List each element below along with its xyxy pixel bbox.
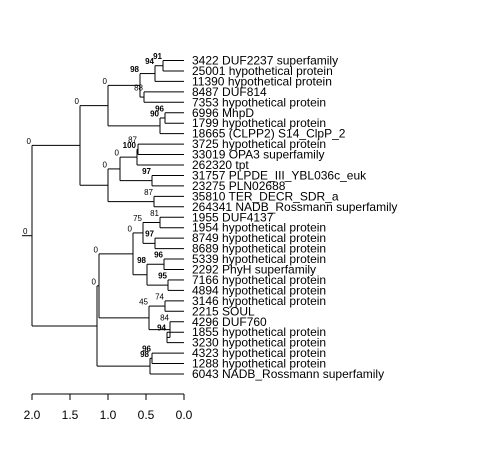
- leaf-label: 4323 hypothetical protein: [192, 346, 326, 360]
- support-value: 45: [139, 298, 148, 307]
- support-value: 91: [153, 52, 162, 61]
- leaf-label: 2215 SOUL: [192, 304, 255, 318]
- leaf-label: 1799 hypothetical protein: [192, 116, 326, 130]
- leaf-label: 33019 OPA3 superfamily: [192, 148, 325, 162]
- support-value: 81: [150, 209, 159, 218]
- leaf-label: 3725 hypothetical protein: [192, 137, 326, 151]
- support-value: 87: [144, 188, 153, 197]
- support-value: 88: [134, 83, 143, 92]
- support-value-root: 0: [23, 227, 28, 236]
- support-value: 0: [94, 245, 99, 254]
- leaf-label: 5339 hypothetical protein: [192, 252, 326, 266]
- support-value: 0: [115, 149, 120, 158]
- support-value: 96: [142, 345, 151, 354]
- leaf-label: 6043 NADB_Rossmann superfamily: [192, 367, 384, 381]
- support-value: 96: [155, 104, 164, 113]
- leaf-label: 2292 PhyH superfamily: [192, 263, 316, 277]
- support-value: 0: [75, 97, 80, 106]
- support-values: 9194988896900087100970870819775969598074…: [23, 52, 170, 359]
- support-value: 98: [130, 65, 139, 74]
- support-value: 94: [157, 324, 166, 333]
- leaf-label: 7166 hypothetical protein: [192, 273, 326, 287]
- leaf-label: 3146 hypothetical protein: [192, 294, 326, 308]
- support-value: 98: [137, 256, 146, 265]
- leaf-label: 1954 hypothetical protein: [192, 221, 326, 235]
- support-value: 0: [27, 137, 32, 146]
- support-value: 87: [128, 136, 137, 145]
- support-value: 0: [128, 224, 133, 233]
- support-value: 94: [145, 57, 154, 66]
- support-value: 74: [155, 292, 164, 301]
- leaf-label: 8749 hypothetical protein: [192, 231, 326, 245]
- leaf-label: 11390 hypothetical protein: [192, 74, 332, 88]
- support-value: 95: [158, 271, 167, 280]
- leaf-label: 31757 PLPDE_III_YBL036c_euk: [192, 168, 367, 182]
- axis-tick-label: 2.0: [24, 408, 41, 422]
- tree-branches: [22, 60, 184, 375]
- leaf-label: 18665 (CLPP2) S14_ClpP_2: [192, 127, 346, 141]
- support-value: 0: [92, 277, 97, 286]
- leaf-label: 3230 hypothetical protein: [192, 336, 326, 350]
- distance-axis: 2.0 1.5 1.0 0.5 0.0: [24, 393, 193, 422]
- leaf-label: 35810 TER_DECR_SDR_a: [192, 189, 339, 203]
- support-value: 75: [133, 214, 142, 223]
- leaf-label: 4296 DUF760: [192, 315, 267, 329]
- leaf-label: 1288 hypothetical protein: [192, 357, 326, 371]
- support-value: 84: [160, 313, 169, 322]
- leaf-label: 262320 tpt: [192, 158, 249, 172]
- axis-tick-label: 1.5: [62, 408, 79, 422]
- support-value: 98: [140, 350, 149, 359]
- support-value: 97: [145, 230, 154, 239]
- support-value: 96: [154, 251, 163, 260]
- axis-tick-label: 1.0: [100, 408, 117, 422]
- leaf-label: 3422 DUF2237 superfamily: [192, 54, 338, 68]
- support-value: 100: [123, 141, 137, 150]
- leaf-label: 23275 PLN02688: [192, 179, 286, 193]
- leaf-label: 8487 DUF814: [192, 85, 267, 99]
- support-value: 0: [103, 77, 108, 86]
- leaf-label: 7353 hypothetical protein: [192, 95, 326, 109]
- leaf-label: 25001 hypothetical protein: [192, 64, 333, 78]
- support-value: 0: [103, 160, 108, 169]
- leaf-label: 1855 hypothetical protein: [192, 325, 326, 339]
- leaf-label: 6996 MhpD: [192, 106, 254, 120]
- support-value: 90: [150, 109, 159, 118]
- leaf-label: 4894 hypothetical protein: [192, 283, 326, 297]
- leaf-label: 1955 DUF4137: [192, 210, 274, 224]
- support-value: 97: [142, 167, 151, 176]
- axis-tick-label: 0.5: [138, 408, 155, 422]
- leaf-label: 264341 NADB_Rossmann superfamily: [192, 200, 397, 214]
- leaf-label: 8689 hypothetical protein: [192, 242, 326, 256]
- axis-tick-label: 0.0: [176, 408, 193, 422]
